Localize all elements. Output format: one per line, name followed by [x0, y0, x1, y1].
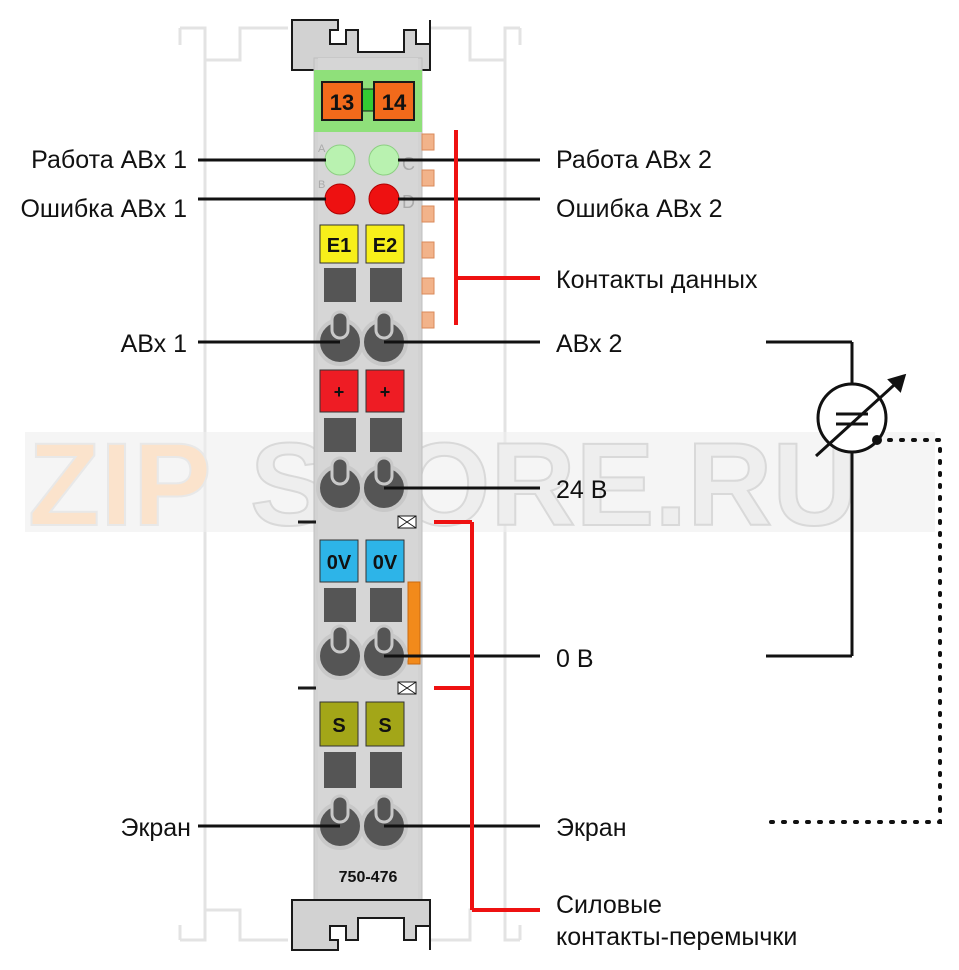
terminal-14-label: 14 [382, 90, 407, 115]
release-slot-0v-1[interactable] [324, 588, 356, 622]
clamp-0v-2[interactable] [360, 624, 408, 680]
led-letter-d: D [402, 192, 415, 212]
label-e2-text: E2 [373, 235, 397, 257]
sensor-wiring [766, 340, 854, 658]
label-plus-2 [365, 369, 405, 413]
release-slot-e2[interactable] [370, 268, 402, 302]
power-jumper-cross-2 [397, 681, 417, 695]
shield-dotted-line [768, 438, 942, 824]
label-plus-1 [319, 369, 359, 413]
label-e1 [319, 224, 359, 264]
watermark: ZIP STORE.RU [25, 418, 935, 552]
release-slot-0v-2[interactable] [370, 588, 402, 622]
leader-lines [198, 158, 540, 828]
release-slot-s-2[interactable] [370, 752, 402, 788]
label-ain2: АВх 2 [556, 330, 623, 358]
sensor-icon [814, 373, 907, 458]
label-s-1-text: S [332, 715, 345, 737]
label-error-ain1: Ошибка АВх 1 [20, 195, 187, 223]
label-error-ain2: Ошибка АВх 2 [556, 195, 723, 223]
terminal-14[interactable] [373, 81, 415, 121]
release-slot-s-1[interactable] [324, 752, 356, 788]
label-0v: 0 В [556, 645, 594, 673]
led-error-2 [368, 183, 400, 215]
power-jumper-cross-1 [397, 515, 417, 529]
label-e1-text: E1 [327, 235, 351, 257]
label-plus-2-text: + [380, 382, 391, 402]
label-power-contacts-line1: Силовые [556, 891, 662, 919]
led-run-2 [368, 144, 400, 176]
terminal-13-label: 13 [330, 90, 354, 115]
led-error-1 [324, 183, 356, 215]
label-0v-1 [319, 539, 359, 583]
data-contacts-bracket [454, 130, 540, 325]
label-0v-2-text: 0V [373, 552, 398, 574]
led-letter-a: A [318, 143, 326, 155]
data-contact-pads [421, 133, 435, 329]
release-slot-plus-2[interactable] [370, 418, 402, 452]
label-0v-1-text: 0V [327, 552, 352, 574]
label-s-2-text: S [378, 715, 391, 737]
release-slot-e1[interactable] [324, 268, 356, 302]
label-24v: 24 В [556, 476, 608, 504]
led-run-1 [324, 144, 356, 176]
label-e2 [365, 224, 405, 264]
label-plus-1-text: + [334, 382, 345, 402]
label-ain1: АВх 1 [120, 330, 187, 358]
module-bottom-clip [291, 899, 431, 951]
label-data-contacts: Контакты данных [556, 266, 758, 294]
watermark-zip: ZIP [28, 419, 212, 551]
label-shield-left: Экран [120, 814, 191, 842]
power-jumper-bar [407, 581, 421, 665]
label-run-ain1: Работа АВх 1 [31, 146, 187, 174]
label-shield-right: Экран [556, 814, 627, 842]
power-contacts-bracket [434, 520, 540, 912]
label-s-1 [319, 701, 359, 747]
terminal-13[interactable] [321, 81, 363, 121]
label-0v-2 [365, 539, 405, 583]
led-letter-b: B [318, 179, 325, 191]
label-power-contacts-line2: контакты-перемычки [556, 923, 798, 951]
release-slot-plus-1[interactable] [324, 418, 356, 452]
led-letter-c: C [402, 154, 415, 174]
part-number: 750-476 [339, 869, 398, 886]
label-s-2 [365, 701, 405, 747]
label-run-ain2: Работа АВх 2 [556, 146, 712, 174]
